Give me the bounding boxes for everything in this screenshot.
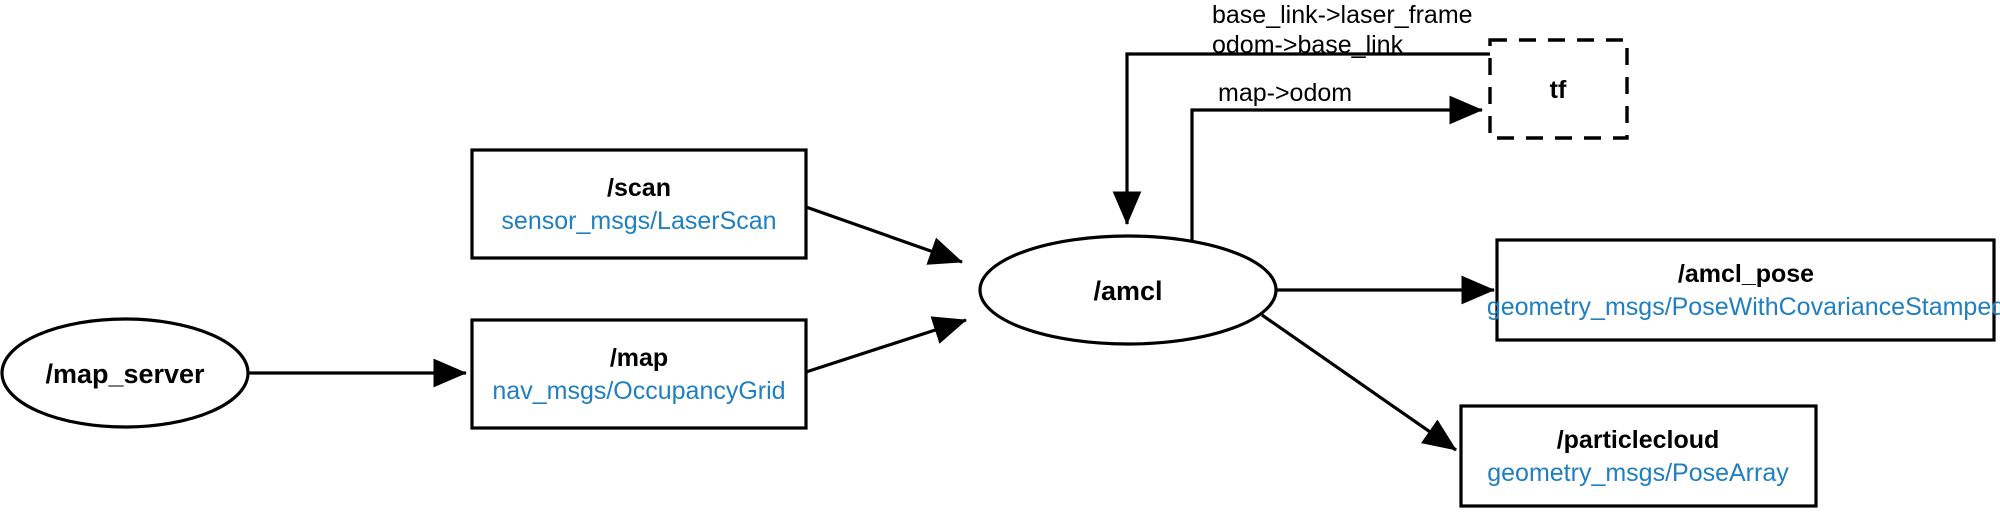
tf-box-rect — [1488, 38, 1629, 140]
particlecloud-topic-type: geometry_msgs/PoseArray — [1487, 459, 1789, 487]
scan-box-rect — [470, 148, 808, 260]
edge-map-to-amcl — [805, 316, 967, 374]
scan-topic-name: /scan — [607, 174, 671, 202]
edge-amcl-to-particlecloud — [1261, 313, 1457, 452]
node-map-server[interactable]: /map_server — [0, 317, 250, 429]
map-server-ellipse — [0, 317, 250, 429]
node-amcl[interactable]: /amcl — [978, 234, 1278, 346]
topic-box-particlecloud[interactable]: /particlecloud geometry_msgs/PoseArray — [1459, 404, 1818, 508]
topic-box-scan[interactable]: /scan sensor_msgs/LaserScan — [470, 148, 808, 260]
amcl-pose-topic-type: geometry_msgs/PoseWithCovarianceStamped — [1487, 293, 2000, 321]
topic-box-map[interactable]: /map nav_msgs/OccupancyGrid — [470, 318, 808, 430]
map-box-rect — [470, 318, 808, 430]
amcl-ellipse — [978, 234, 1278, 346]
amcl-label: /amcl — [1093, 276, 1162, 306]
edge-scan-to-amcl — [805, 205, 963, 265]
particlecloud-topic-name: /particlecloud — [1557, 426, 1720, 454]
map-topic-name: /map — [610, 344, 668, 372]
node-tf[interactable]: tf — [1488, 38, 1629, 140]
tf-label: tf — [1550, 76, 1567, 104]
edge-label-odom-base-link: odom->base_link — [1212, 31, 1404, 59]
edge-tf-to-amcl — [1112, 52, 1490, 225]
amcl-pose-topic-name: /amcl_pose — [1678, 260, 1814, 288]
amcl-pose-box-rect — [1495, 238, 1996, 342]
edge-label-base-link-laser-frame: base_link->laser_frame — [1212, 1, 1473, 29]
map-topic-type: nav_msgs/OccupancyGrid — [492, 377, 785, 405]
particlecloud-box-rect — [1459, 404, 1818, 508]
scan-topic-type: sensor_msgs/LaserScan — [501, 207, 776, 235]
map-server-label: /map_server — [45, 359, 205, 389]
edge-amcl-to-tf — [1190, 95, 1483, 244]
topic-box-amcl-pose[interactable]: /amcl_pose geometry_msgs/PoseWithCovaria… — [1487, 238, 2000, 342]
edge-label-map-odom: map->odom — [1218, 79, 1352, 107]
